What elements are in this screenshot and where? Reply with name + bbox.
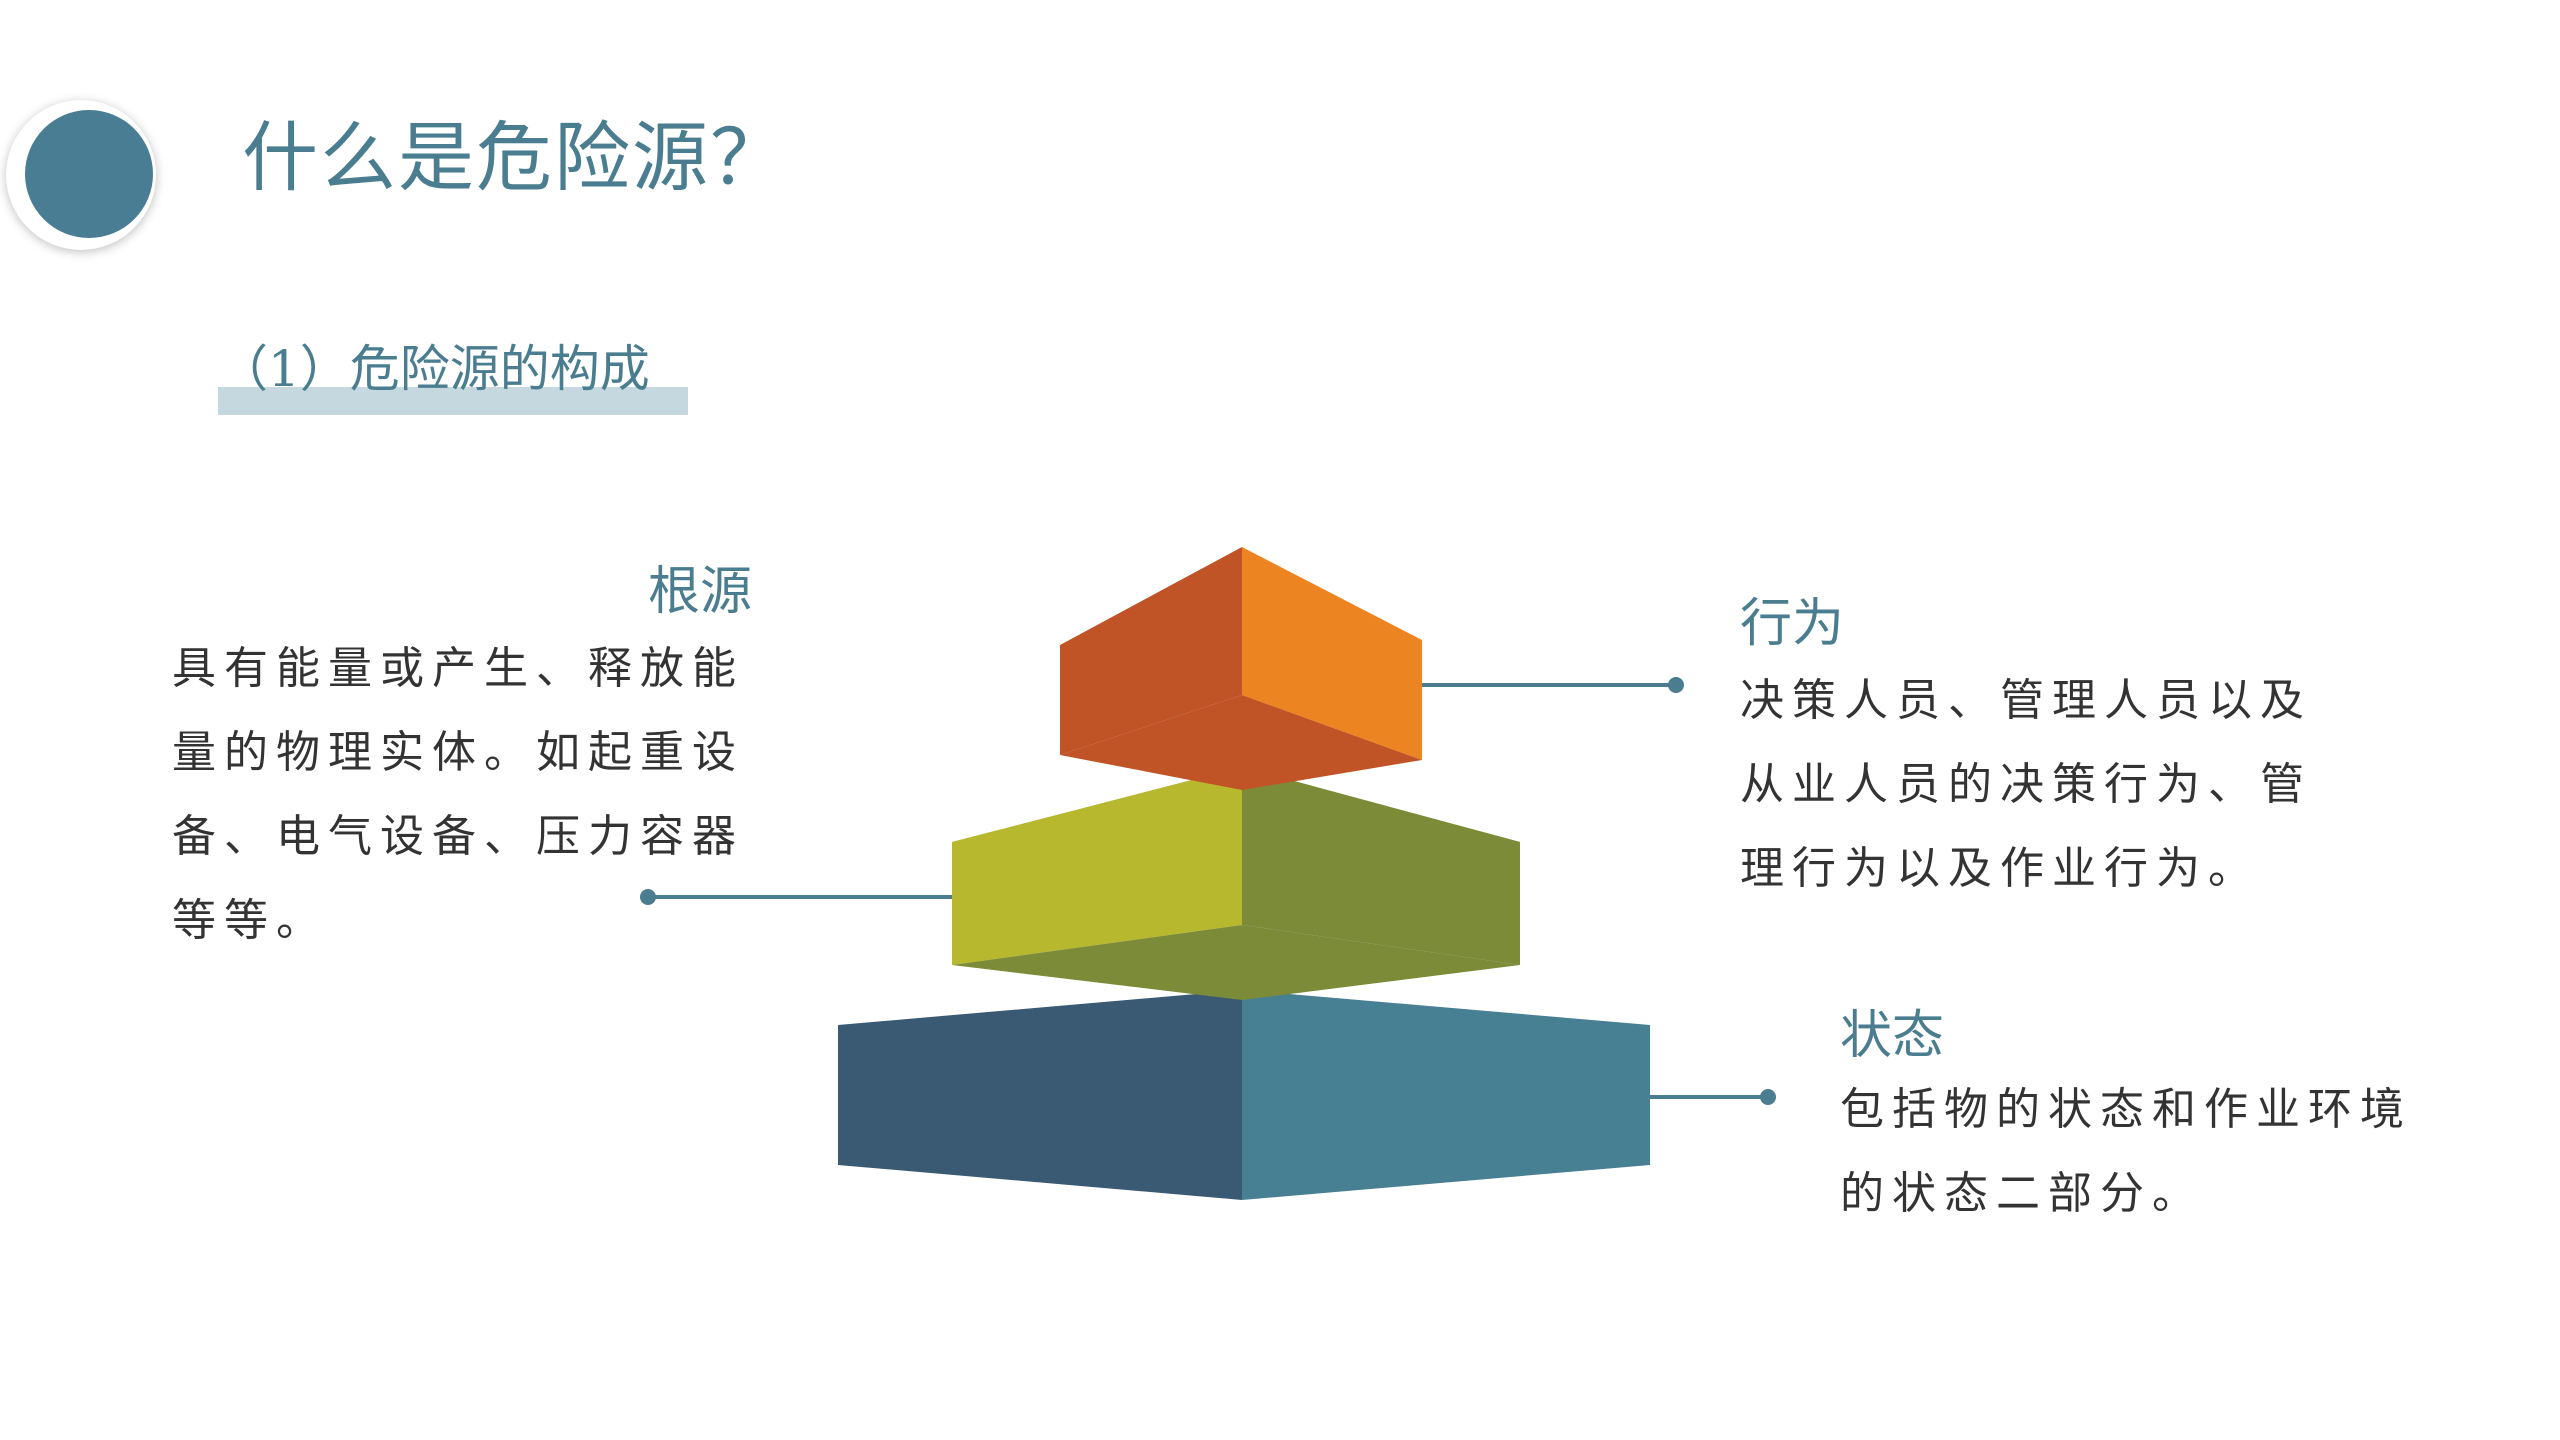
top-block-right-face: [1242, 547, 1422, 760]
top-block-bottom-face: [1060, 695, 1422, 790]
source-heading: 根源: [647, 562, 752, 622]
connector-dot-behavior: [1668, 677, 1684, 693]
bottom-block-right-face: [1242, 990, 1650, 1200]
connector-dot-state: [1760, 1089, 1776, 1105]
state-description: 包括物的状态和作业环境 的状态二部分。: [1840, 1084, 2412, 1219]
middle-block-right-face: [1242, 767, 1520, 965]
header-circle-fill: [25, 110, 153, 238]
middle-block-left-face: [952, 767, 1242, 965]
behavior-description: 决策人员、管理人员以及 从业人员的决策行为、管 理行为以及作业行为。: [1740, 675, 2312, 894]
state-heading: 状态: [1840, 1006, 1945, 1066]
bottom-block-left-face: [838, 990, 1242, 1200]
section-subtitle: （1）危险源的构成: [218, 340, 650, 398]
middle-block-bottom-face: [952, 925, 1520, 1000]
connector-dot-source: [640, 889, 656, 905]
subtitle-highlight-bar: [218, 387, 688, 415]
top-block-left-face: [1060, 547, 1242, 755]
page-title: 什么是危险源？: [242, 113, 788, 202]
source-description: 具有能量或产生、释放能 量的物理实体。如起重设 备、电气设备、压力容器 等等。: [172, 643, 744, 946]
behavior-heading: 行为: [1740, 594, 1845, 654]
